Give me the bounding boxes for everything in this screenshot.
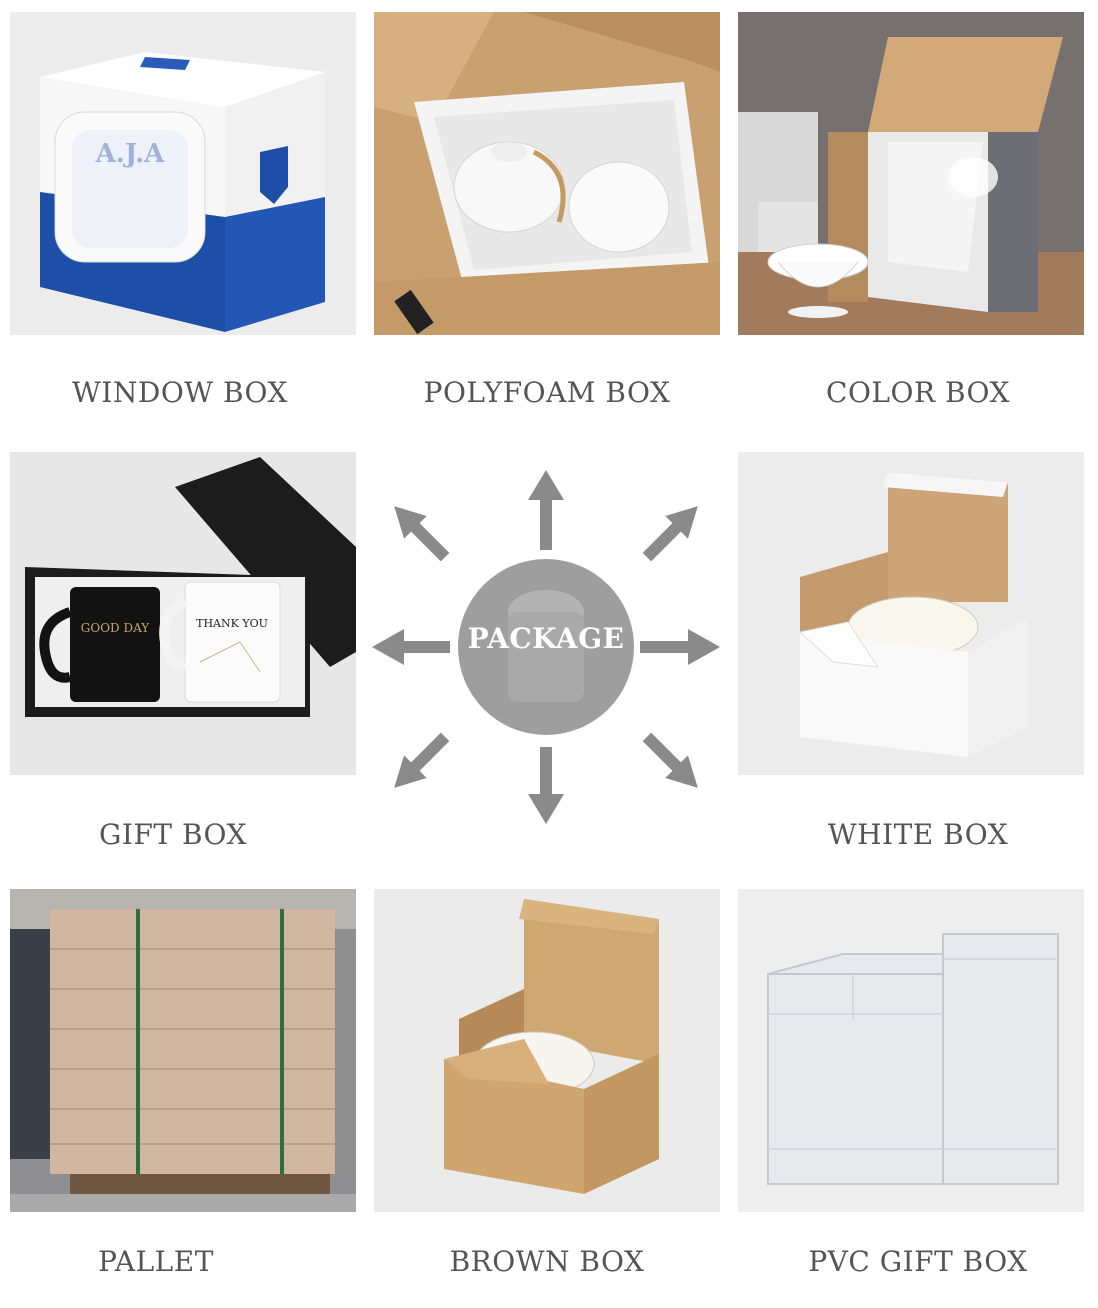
package-hub: PACKAGE <box>368 462 724 832</box>
tile-label-pallet: PALLET <box>98 1245 214 1278</box>
tile-label-color-box: COLOR BOX <box>826 376 1010 409</box>
mug-print-text: A.J.A <box>95 139 166 169</box>
window-box-photo: A.J.A <box>10 12 356 335</box>
polyfoam-box-photo <box>374 12 720 335</box>
tile-label-gift-box: GIFT BOX <box>99 818 247 851</box>
pvc-gift-box-photo <box>738 889 1084 1212</box>
gift-box-photo: GOOD DAY THANK YOU <box>10 452 356 775</box>
brown-box-photo <box>374 889 720 1212</box>
tile-label-white-box: WHITE BOX <box>827 818 1009 851</box>
tile-label-brown-box: BROWN BOX <box>449 1245 645 1278</box>
white-box-photo <box>738 452 1084 775</box>
arrow-icons <box>372 470 720 824</box>
pallet-photo <box>10 889 356 1212</box>
tile-label-pvc-gift-box: PVC GIFT BOX <box>808 1245 1028 1278</box>
package-label: PACKAGE <box>467 622 625 655</box>
tile-label-polyfoam-box: POLYFOAM BOX <box>423 376 671 409</box>
tile-label-window-box: WINDOW BOX <box>72 376 288 409</box>
color-box-photo <box>738 12 1084 335</box>
mug-text-left: GOOD DAY <box>81 621 150 635</box>
mug-text-right: THANK YOU <box>196 617 268 630</box>
